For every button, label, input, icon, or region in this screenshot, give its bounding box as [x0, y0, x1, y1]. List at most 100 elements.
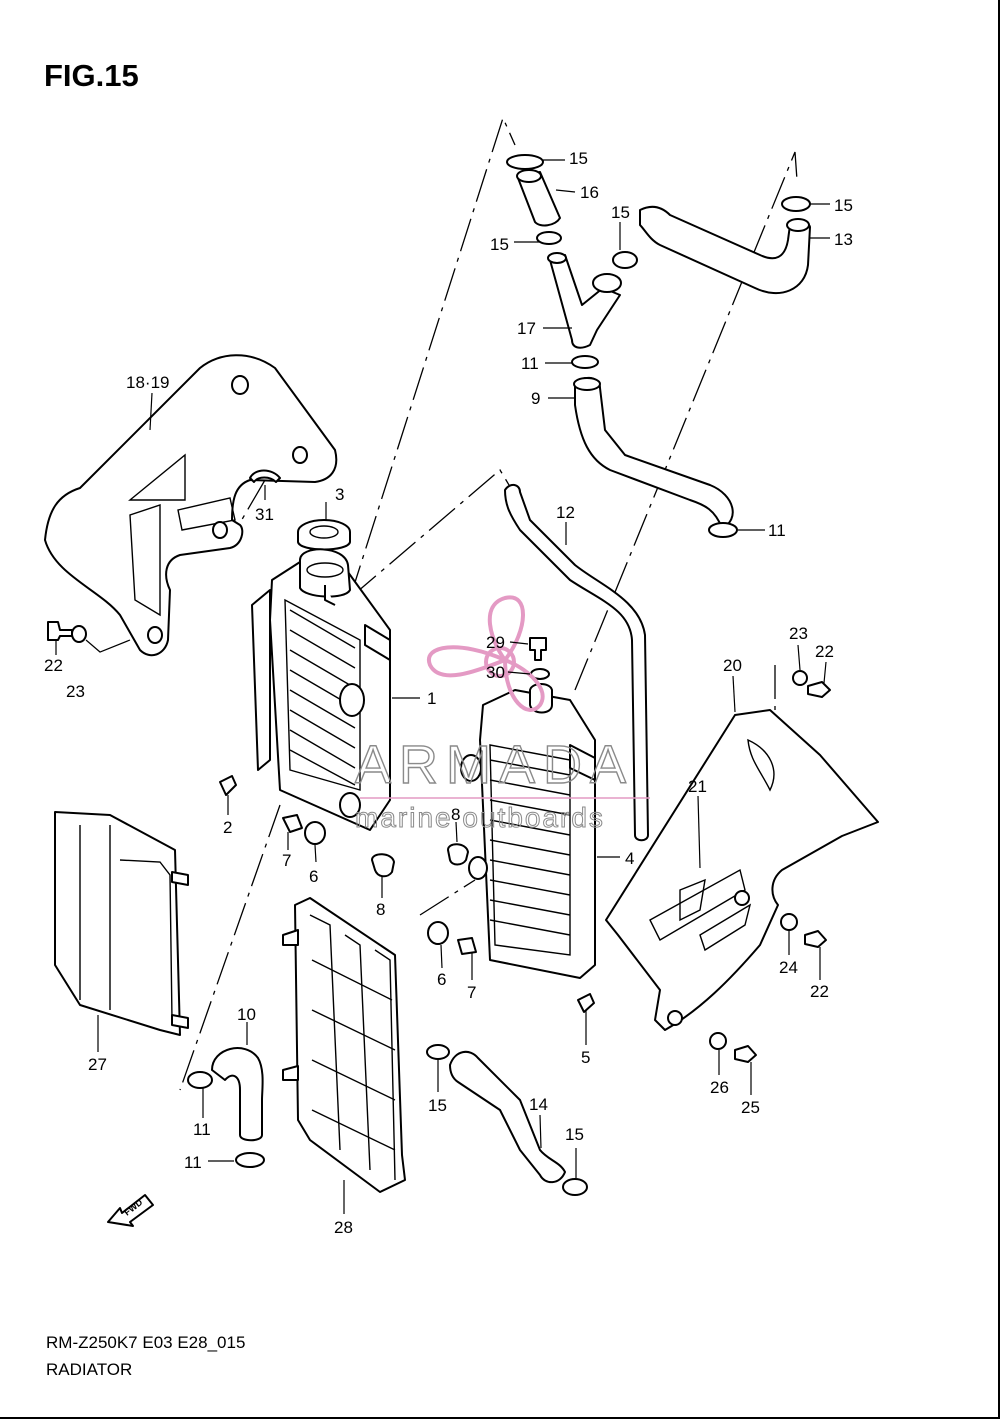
callout-15-0: 15 — [569, 149, 588, 168]
bolt-7-left — [282, 814, 303, 833]
bolt-7-right — [457, 937, 477, 955]
leader-lines — [55, 159, 830, 1214]
radiator-guard — [282, 897, 406, 1193]
figure-title: FIG.15 — [44, 58, 139, 93]
hose-16-end — [516, 169, 542, 183]
callout-15-4: 15 — [834, 196, 853, 215]
radiator-shroud-right — [605, 709, 879, 1031]
assembly-lines — [179, 116, 798, 1091]
callout-7-32: 7 — [467, 983, 476, 1002]
callout-22-20: 22 — [815, 642, 834, 661]
hose-12 — [504, 484, 649, 842]
callout-23-15: 23 — [66, 682, 85, 701]
callout-27-33: 27 — [88, 1055, 107, 1074]
callout-28-43: 28 — [334, 1218, 353, 1237]
callout-18-19-10: 18·19 — [126, 373, 169, 392]
callout-11-42: 11 — [184, 1153, 202, 1172]
washer-24 — [780, 913, 798, 931]
hose-9-end — [573, 377, 601, 391]
callout-11-40: 11 — [193, 1120, 211, 1139]
bolt-25 — [734, 1045, 757, 1063]
assembly-line-upper-left — [349, 116, 516, 599]
clip-5 — [577, 993, 595, 1013]
grommet-6-left — [304, 821, 326, 845]
clamp-11-lower-left — [187, 1071, 213, 1089]
callout-8-27: 8 — [376, 900, 385, 919]
callout-11-9: 11 — [768, 521, 786, 540]
callout-24-29: 24 — [779, 958, 798, 977]
washer-23-right — [792, 670, 808, 686]
callout-22-14: 22 — [44, 656, 63, 675]
assembly-line-lower-left — [179, 804, 281, 1091]
clamp-15-top — [506, 154, 544, 170]
clip-31 — [249, 469, 281, 483]
hose-13 — [639, 205, 811, 294]
bolt-22-lower-right — [804, 930, 827, 948]
collar-8-right — [447, 843, 469, 866]
radiator-cap — [297, 519, 351, 551]
clamp-15-upper-mid — [612, 251, 638, 269]
hose-clamps — [187, 154, 811, 1196]
callout-10-35: 10 — [237, 1005, 256, 1024]
washer-26 — [709, 1032, 727, 1050]
clamp-15-lower-left — [426, 1044, 450, 1060]
propeller-logo — [426, 595, 545, 712]
assembly-line-upper-right — [574, 151, 798, 691]
callout-8-24: 8 — [451, 805, 460, 824]
callout-25-37: 25 — [741, 1098, 760, 1117]
callout-29-16: 29 — [486, 633, 505, 652]
hose-13-end — [786, 218, 810, 232]
radiator-left — [251, 548, 391, 831]
collar-8-left — [371, 853, 395, 878]
clamp-11-lower — [235, 1152, 265, 1168]
hose-9 — [574, 376, 734, 529]
callout-21-22: 21 — [688, 777, 707, 796]
callout-12-13: 12 — [556, 503, 575, 522]
clamp-11-upper — [571, 355, 599, 369]
watermark-tagline: marine outboards — [355, 802, 605, 833]
callout-6-26: 6 — [309, 867, 318, 886]
callout-26-36: 26 — [710, 1078, 729, 1097]
assembly-line-right-mount — [419, 879, 476, 916]
hose-joint-17 — [547, 252, 622, 349]
figure-model-code: RM-Z250K7 E03 E28_015 — [46, 1333, 246, 1352]
callout-20-21: 20 — [723, 656, 742, 675]
hose-14 — [449, 1050, 566, 1184]
radiator-right — [460, 683, 596, 979]
assembly-line-mid — [349, 469, 513, 599]
callout-1-18: 1 — [427, 689, 436, 708]
callout-6-31: 6 — [437, 970, 446, 989]
callout-22-30: 22 — [810, 982, 829, 1001]
callout-15-41: 15 — [565, 1125, 584, 1144]
fasteners — [47, 621, 831, 1063]
callout-23-19: 23 — [789, 624, 808, 643]
callout-9-8: 9 — [531, 389, 540, 408]
callout-11-7: 11 — [521, 354, 539, 373]
bolt-29 — [529, 637, 547, 661]
clip-2 — [219, 775, 237, 796]
callout-30-17: 30 — [486, 663, 505, 682]
callout-17-6: 17 — [517, 319, 536, 338]
radiator-shroud-left — [44, 354, 338, 657]
callout-4-28: 4 — [625, 849, 634, 868]
callout-15-2: 15 — [490, 235, 509, 254]
figure-name: RADIATOR — [46, 1360, 133, 1379]
callout-16-1: 16 — [580, 183, 599, 202]
callout-15-38: 15 — [428, 1096, 447, 1115]
callout-15-3: 15 — [611, 203, 630, 222]
hose-10 — [211, 1047, 264, 1142]
callout-5-34: 5 — [581, 1048, 590, 1067]
callout-13-5: 13 — [834, 230, 853, 249]
bolt-22-left — [47, 621, 73, 641]
callout-3-11: 3 — [335, 485, 344, 504]
bolt-22-upper-right — [807, 681, 831, 698]
clamp-15-lower-right — [562, 1178, 588, 1196]
radiator-shroud-inner — [54, 811, 189, 1036]
clamp-15-upper-right — [781, 196, 811, 212]
watermark-brand: ARMADA — [355, 735, 634, 795]
callout-14-39: 14 — [529, 1095, 548, 1114]
callout-31-12: 31 — [255, 505, 274, 524]
fwd-direction-arrow: FWD — [107, 1194, 154, 1227]
callout-7-25: 7 — [282, 851, 291, 870]
